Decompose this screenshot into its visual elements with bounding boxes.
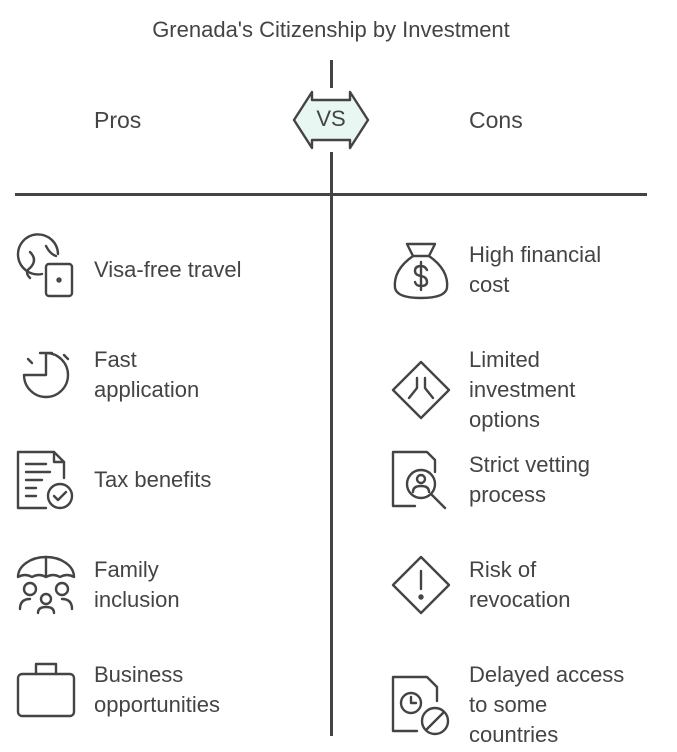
pro-label: Tax benefits (94, 467, 212, 492)
vs-label: VS (316, 106, 346, 131)
pro-item-family-inclusion: Family inclusion (16, 555, 180, 615)
vs-badge (292, 88, 370, 152)
con-item-delayed-access: Delayed access to some countries (391, 660, 624, 750)
con-label: Risk of revocation (469, 557, 571, 612)
pro-label: Visa-free travel (94, 257, 242, 282)
pro-label: Fast application (94, 347, 200, 402)
briefcase-icon (16, 662, 76, 718)
warning-diamond-icon (391, 555, 451, 615)
con-label: Delayed access to some countries (469, 662, 625, 747)
cons-heading: Cons (469, 107, 523, 133)
horizontal-divider (15, 193, 647, 196)
vertical-divider (330, 60, 333, 736)
pro-item-fast-application: Fast application (16, 345, 199, 405)
pro-label: Family inclusion (94, 557, 180, 612)
con-item-limited-investment-options: Limited investment options (391, 345, 575, 435)
con-label: High financial cost (469, 242, 602, 297)
diamond-paths-icon (391, 360, 451, 420)
pro-item-tax-benefits: Tax benefits (16, 450, 211, 510)
con-label: Strict vetting process (469, 452, 591, 507)
document-check-icon (16, 450, 74, 510)
umbrella-family-icon (16, 555, 76, 615)
diagram-title: Grenada's Citizenship by Investment (152, 17, 510, 42)
pro-label: Business opportunities (94, 662, 220, 717)
con-label: Limited investment options (469, 347, 576, 432)
money-bag-icon (393, 242, 449, 300)
stopwatch-icon (22, 351, 70, 399)
con-item-strict-vetting-process: Strict vetting process (391, 450, 590, 510)
con-item-high-financial-cost: High financial cost (391, 240, 601, 300)
document-search-icon (391, 450, 447, 510)
pro-item-visa-free-travel: Visa-free travel (16, 233, 242, 300)
pro-item-business-opportunities: Business opportunities (16, 660, 220, 720)
pros-heading: Pros (94, 107, 142, 133)
globe-passport-icon (16, 233, 74, 298)
con-item-risk-of-revocation: Risk of revocation (391, 555, 571, 615)
clock-blocked-icon (391, 675, 450, 736)
